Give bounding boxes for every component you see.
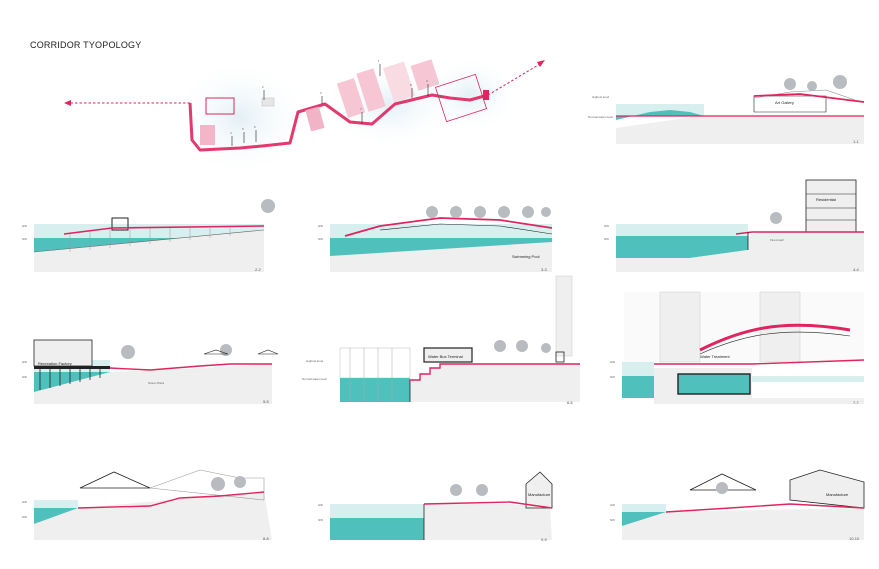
plan-mark-5: 5	[242, 127, 244, 131]
section-7-7: Water Treatment HW NW 7-7	[610, 291, 865, 405]
label-nw-2: NW	[22, 237, 27, 241]
section-4-4: Residential Flood wall HW NW 4-4	[604, 179, 864, 272]
label-swimming-pool: Swimming Pool	[512, 254, 540, 259]
plan-mark-2: 2	[262, 85, 264, 89]
label-nw-8: NW	[22, 515, 27, 519]
page-title: CORRIDOR TYOPOLOGY	[30, 40, 142, 50]
section-3-3: HW NW Swimming Pool 3-3	[318, 206, 553, 272]
section-8-8: HW NW 8-8	[22, 469, 272, 541]
label-highest-level: Highest level	[592, 95, 610, 99]
label-hw-4: HW	[604, 224, 609, 228]
label-hw-10: HW	[610, 503, 615, 507]
section-9-9-label: 9-9	[541, 537, 548, 542]
section-9-9: Manufacture HW NW 9-9	[318, 471, 553, 542]
label-hw-9: HW	[318, 503, 323, 507]
section-10-10: Manufacture HW NW 10-10	[610, 469, 865, 541]
label-hw-2: HW	[22, 224, 27, 228]
section-5-5-label: 5-5	[263, 399, 270, 404]
label-residential: Residential	[816, 197, 836, 202]
section-7-7-label: 7-7	[853, 400, 860, 405]
label-hw-5: HW	[22, 360, 27, 364]
label-manufacture-10: Manufacture	[826, 492, 849, 497]
label-nw-4: NW	[604, 237, 609, 241]
section-2-2-label: 2-2	[255, 267, 262, 272]
arrow-left-icon	[64, 100, 71, 106]
plan-mark-3: 3	[320, 91, 322, 95]
label-normal-level-6: Normal water level	[302, 377, 327, 381]
section-8-8-label: 8-8	[263, 536, 270, 541]
section-6-6: Water Bus Terminal Highest level Normal …	[302, 275, 580, 405]
label-hw-7: HW	[610, 360, 615, 364]
section-1-1: Art Gallery Highest level Normal water l…	[588, 75, 865, 144]
plan-mark-6: 6	[254, 125, 256, 129]
section-1-1-label: 1-1	[853, 139, 860, 144]
label-nw-9: NW	[318, 518, 323, 522]
plan-mark-1: 1	[378, 59, 380, 63]
label-manufacture-9: Manufacture	[528, 492, 551, 497]
label-stone-plaza: Stone Plaza	[148, 381, 165, 385]
plan-mark-9: 9	[426, 79, 428, 83]
plan-arrow-east	[487, 63, 541, 96]
section-6-6-label: 6-6	[567, 400, 574, 405]
section-3-3-label: 3-3	[541, 267, 548, 272]
section-5-5: Recreation Factory Stone Plaza HW NW 5-5	[22, 339, 279, 404]
site-plan: 1 2 3 4 5 6 7 8 9 10	[64, 55, 545, 178]
label-water-bus: Water Bus Terminal	[428, 354, 463, 359]
label-hw-8: HW	[22, 500, 27, 504]
plan-mark-7: 7	[360, 107, 362, 111]
label-nw-5: NW	[22, 375, 27, 379]
label-highest-level-6: Highest level	[306, 359, 324, 363]
label-recreation-factory: Recreation Factory	[38, 361, 72, 366]
plan-mark-10: 10	[440, 95, 444, 99]
label-art-gallery: Art Gallery	[775, 100, 794, 105]
plan-corridor	[188, 93, 489, 152]
plan-mark-4: 4	[230, 131, 232, 135]
arrow-right-icon	[537, 60, 545, 67]
section-2-2: HW NW 2-2	[22, 199, 275, 272]
label-hw-3: HW	[318, 224, 323, 228]
section-10-10-label: 10-10	[849, 536, 860, 541]
label-nw-7: NW	[610, 375, 615, 379]
section-4-4-label: 4-4	[853, 267, 860, 272]
label-water-treatment: Water Treatment	[700, 354, 731, 359]
plan-mark-8: 8	[410, 83, 412, 87]
label-nw-10: NW	[610, 518, 615, 522]
label-flood-wall: Flood wall	[770, 238, 784, 242]
label-normal-level: Normal water level	[588, 115, 613, 119]
label-nw-3: NW	[318, 237, 323, 241]
